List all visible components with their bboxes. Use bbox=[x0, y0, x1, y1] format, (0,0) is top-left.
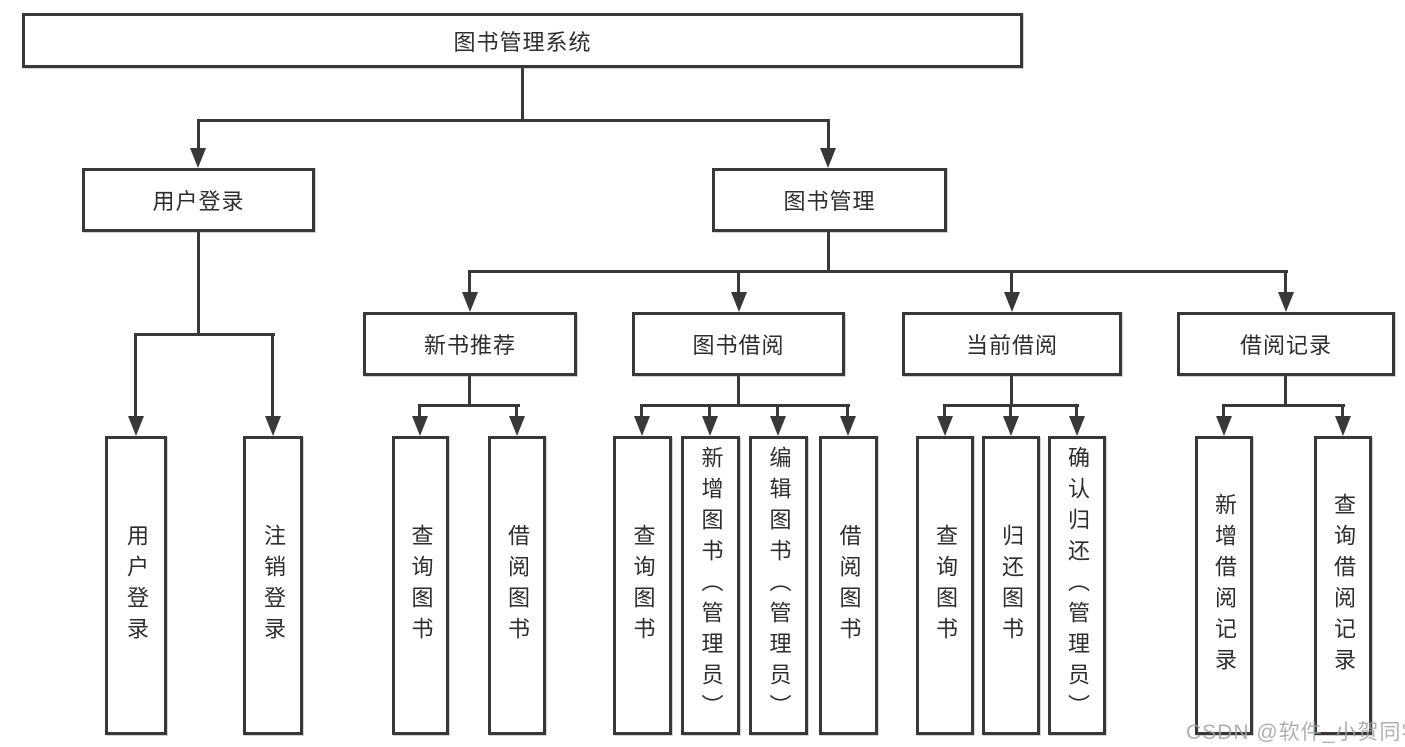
csdn-watermark: CSDN @软件_小贺同学 bbox=[1186, 721, 1405, 744]
node-book-borrowing: 图书借阅 bbox=[632, 312, 845, 376]
node-label: 借阅图书 bbox=[505, 523, 530, 648]
node-new-book-recommendation: 新书推荐 bbox=[363, 312, 577, 376]
node-label: 查询图书 bbox=[630, 523, 656, 648]
arrow-down-icon bbox=[128, 416, 144, 436]
connector-drop-leaf bbox=[271, 333, 274, 416]
connector-level3-bus bbox=[468, 270, 1288, 273]
leaf-add-book-admin: 新增图书（管理员） bbox=[681, 436, 740, 735]
leaf-logout: 注销登录 bbox=[243, 436, 303, 735]
connector-drop-leaf bbox=[1222, 404, 1225, 416]
arrow-down-icon bbox=[1069, 416, 1085, 436]
arrow-down-icon bbox=[770, 416, 786, 436]
leaf-add-borrow-record: 新增借阅记录 bbox=[1195, 436, 1253, 735]
arrow-down-icon bbox=[265, 416, 281, 436]
connector-drop-current-borrow bbox=[1010, 270, 1013, 292]
connector-current-borrow-stub bbox=[1010, 376, 1013, 407]
leaf-edit-book-admin: 编辑图书（管理员） bbox=[749, 436, 808, 735]
connector-user-login-stub bbox=[197, 232, 200, 335]
connector-drop-leaf bbox=[134, 333, 137, 416]
node-book-management: 图书管理 bbox=[712, 168, 947, 232]
connector-new-book-stub bbox=[468, 376, 471, 407]
node-label: 借阅图书 bbox=[836, 523, 862, 648]
arrow-down-icon bbox=[1004, 292, 1020, 312]
connector-user-login-bus bbox=[134, 333, 275, 336]
node-label: 图书借阅 bbox=[692, 333, 785, 358]
arrow-down-icon bbox=[412, 416, 428, 436]
node-label: 查询借阅记录 bbox=[1331, 492, 1356, 679]
node-current-borrowing: 当前借阅 bbox=[902, 312, 1122, 376]
connector-drop-leaf bbox=[776, 404, 779, 416]
connector-book-borrow-bus bbox=[640, 404, 850, 407]
connector-new-book-bus bbox=[418, 404, 520, 407]
connector-borrow-records-bus bbox=[1222, 404, 1345, 407]
node-label: 新增借阅记录 bbox=[1212, 492, 1237, 679]
connector-drop-book-borrow bbox=[737, 270, 740, 292]
connector-drop-borrow-records bbox=[1284, 270, 1287, 292]
node-library-system-root: 图书管理系统 bbox=[22, 13, 1023, 68]
leaf-borrow-books-borrowing: 借阅图书 bbox=[819, 436, 878, 735]
node-label: 图书管理 bbox=[783, 189, 876, 214]
arrow-down-icon bbox=[702, 416, 718, 436]
node-label: 归还图书 bbox=[999, 523, 1024, 648]
connector-book-borrow-stub bbox=[737, 376, 740, 407]
connector-drop-leaf bbox=[846, 404, 849, 416]
arrow-down-icon bbox=[190, 148, 206, 168]
connector-drop-leaf bbox=[515, 404, 518, 416]
arrow-down-icon bbox=[731, 292, 747, 312]
node-label: 当前借阅 bbox=[965, 333, 1058, 358]
leaf-borrow-books-recommend: 借阅图书 bbox=[488, 436, 546, 735]
node-borrowing-records: 借阅记录 bbox=[1177, 312, 1395, 376]
node-label: 新书推荐 bbox=[423, 333, 516, 358]
connector-book-management-stub bbox=[827, 232, 830, 273]
node-label: 借阅记录 bbox=[1239, 333, 1332, 358]
connector-drop-leaf bbox=[708, 404, 711, 416]
arrow-down-icon bbox=[820, 148, 836, 168]
leaf-query-books-borrowing: 查询图书 bbox=[613, 436, 672, 735]
connector-drop-leaf bbox=[943, 404, 946, 416]
leaf-query-books-current: 查询图书 bbox=[916, 436, 974, 735]
node-label: 图书管理系统 bbox=[453, 29, 592, 55]
arrow-down-icon bbox=[937, 416, 953, 436]
connector-root-stub bbox=[521, 67, 524, 120]
arrow-down-icon bbox=[462, 292, 478, 312]
node-label: 编辑图书（管理员） bbox=[766, 446, 792, 725]
node-label: 查询图书 bbox=[408, 523, 434, 648]
node-label: 注销登录 bbox=[261, 523, 286, 648]
connector-drop-user-login bbox=[197, 119, 200, 148]
arrow-down-icon bbox=[634, 416, 650, 436]
arrow-down-icon bbox=[840, 416, 856, 436]
connector-drop-leaf bbox=[1341, 404, 1344, 416]
node-label: 新增图书（管理员） bbox=[698, 446, 724, 725]
arrow-down-icon bbox=[1003, 416, 1019, 436]
arrow-down-icon bbox=[1278, 292, 1294, 312]
node-label: 用户登录 bbox=[124, 523, 149, 648]
connector-level2-bus bbox=[197, 119, 830, 122]
connector-drop-leaf bbox=[640, 404, 643, 416]
leaf-query-books-recommend: 查询图书 bbox=[392, 436, 449, 735]
connector-drop-new-book bbox=[468, 270, 471, 292]
leaf-query-borrow-record: 查询借阅记录 bbox=[1314, 436, 1372, 735]
node-label: 用户登录 bbox=[152, 189, 245, 214]
connector-drop-book-management bbox=[827, 119, 830, 148]
connector-drop-leaf bbox=[1009, 404, 1012, 416]
node-label: 查询图书 bbox=[933, 523, 958, 648]
leaf-return-books: 归还图书 bbox=[982, 436, 1040, 735]
arrow-down-icon bbox=[1335, 416, 1351, 436]
connector-drop-leaf bbox=[1075, 404, 1078, 416]
leaf-user-login: 用户登录 bbox=[105, 436, 167, 735]
arrow-down-icon bbox=[1216, 416, 1232, 436]
node-user-login: 用户登录 bbox=[82, 168, 315, 232]
connector-borrow-records-stub bbox=[1284, 376, 1287, 407]
connector-drop-leaf bbox=[418, 404, 421, 416]
arrow-down-icon bbox=[509, 416, 525, 436]
node-label: 确认归还（管理员） bbox=[1065, 446, 1090, 725]
leaf-confirm-return-admin: 确认归还（管理员） bbox=[1048, 436, 1106, 735]
